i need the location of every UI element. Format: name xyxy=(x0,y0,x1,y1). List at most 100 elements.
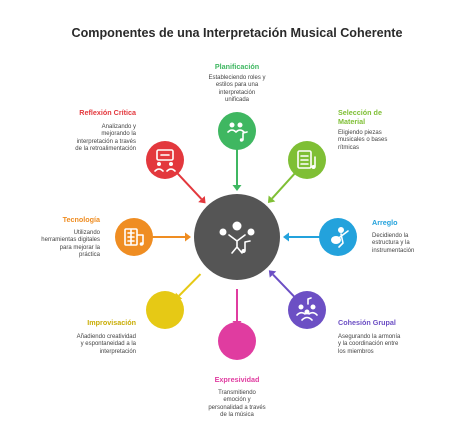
desc-expresividad-line: emoción y xyxy=(223,397,251,404)
label-tecnologia: Tecnología xyxy=(62,215,100,224)
desc-reflexion-line: de la retroalimentación xyxy=(75,146,136,153)
arrowhead-tecnologia xyxy=(185,232,191,242)
note-shape xyxy=(242,131,248,141)
body-shape xyxy=(296,311,318,321)
people-music-note-icon xyxy=(227,122,248,142)
desc-planificacion-line: interpretación xyxy=(218,89,256,96)
label-expresividad: Expresividad xyxy=(214,375,260,384)
note-head-shape xyxy=(139,242,144,246)
node-planificacion xyxy=(218,112,256,191)
label-seleccion-line: Material xyxy=(338,116,366,126)
desc-reflexion: Analizando y mejorando la interpretación… xyxy=(16,124,136,154)
note-shape xyxy=(244,240,251,252)
head-shape xyxy=(169,162,173,166)
label-seleccion: Selección de Material xyxy=(338,108,448,126)
head-shape xyxy=(338,227,344,233)
desc-tecnologia-line: Utilizando xyxy=(73,230,100,236)
label-planificacion: Planificación xyxy=(214,62,260,71)
desc-tecnologia-line: práctica xyxy=(78,252,100,259)
desc-seleccion: Eligiendo piezas musicales o bases rítmi… xyxy=(338,130,458,152)
desc-reflexion-line: Analizando y xyxy=(101,124,136,130)
node-arreglo xyxy=(283,218,357,256)
head-shape xyxy=(237,122,243,128)
head-shape xyxy=(310,304,316,310)
desc-improvisacion-line: Añadiendo creatividad xyxy=(76,334,136,340)
connector-cohesion xyxy=(272,273,296,299)
desc-planificacion-line: unificada xyxy=(224,97,250,104)
note-head-shape xyxy=(311,165,316,169)
grid-lines xyxy=(127,229,135,245)
desc-improvisacion-line: y espontaneidad a la xyxy=(80,341,136,348)
head-shape xyxy=(304,309,310,315)
node-circle-improvisacion xyxy=(146,291,184,329)
desc-reflexion-line: mejorando la xyxy=(101,131,136,138)
desc-tecnologia: Utilizando herramientas digitales para m… xyxy=(4,230,100,260)
desc-expresividad-line: Transmitiendo xyxy=(218,390,256,396)
arrowhead-seleccion xyxy=(267,195,276,203)
label-cohesion: Cohesión Grupal xyxy=(338,318,396,327)
note-head-shape xyxy=(239,138,244,142)
people-music-icon xyxy=(219,221,255,254)
desc-improvisacion: Añadiendo creatividad y espontaneidad a … xyxy=(16,334,136,356)
desc-expresividad: Transmitiendo emoción y personalidad a t… xyxy=(182,390,292,420)
desc-arreglo-line: estructura y la xyxy=(372,240,410,247)
node-circle-expresividad xyxy=(218,322,256,360)
desc-cohesion-line: y la coordinación entre xyxy=(338,341,399,348)
arrowhead-planificacion xyxy=(232,185,242,191)
feedback-review-icon xyxy=(154,149,176,172)
desc-reflexion-line: interpretación a través xyxy=(76,138,136,145)
desc-seleccion-line: rítmicas xyxy=(338,144,359,151)
head-shape xyxy=(247,228,255,236)
head-shape xyxy=(219,228,227,236)
node-expresividad xyxy=(218,289,256,360)
arrowhead-arreglo xyxy=(283,232,289,242)
desc-expresividad-line: de la música xyxy=(220,412,254,419)
device-shape xyxy=(124,228,138,246)
desc-planificacion: Estableciendo roles y estilos para una i… xyxy=(182,75,292,105)
label-arreglo: Arreglo xyxy=(372,218,398,227)
staff-lines xyxy=(300,155,309,165)
head-shape xyxy=(232,221,242,231)
desc-expresividad-line: personalidad a través xyxy=(208,404,266,411)
desc-arreglo-line: Decidiendo la xyxy=(372,233,409,239)
guitar-body xyxy=(331,236,341,244)
arrowhead-reflexion xyxy=(198,195,206,204)
body-shape xyxy=(154,168,176,172)
desc-seleccion-line: Eligiendo piezas xyxy=(338,130,382,136)
arrowhead-cohesion xyxy=(268,270,277,278)
sheet-shape xyxy=(297,150,312,169)
desc-tecnologia-line: herramientas digitales xyxy=(41,237,100,244)
body-shape xyxy=(228,234,246,254)
desc-arreglo: Decidiendo la estructura y la instrument… xyxy=(372,233,472,255)
center-circle xyxy=(194,194,280,280)
desc-cohesion-line: Asegurando la armonía xyxy=(338,334,401,340)
screen-shape xyxy=(156,149,174,161)
digital-tools-icon xyxy=(124,228,144,246)
desc-planificacion-line: Estableciendo roles y xyxy=(208,75,266,81)
node-seleccion xyxy=(267,141,326,203)
body-shape xyxy=(227,129,245,133)
connector-seleccion xyxy=(271,171,297,200)
desc-improvisacion-line: interpretación xyxy=(99,348,136,355)
desc-arreglo-line: instrumentación xyxy=(372,247,415,254)
connector-improvisacion xyxy=(178,273,202,297)
page-title: Componentes de una Interpretación Musica… xyxy=(71,26,403,40)
desc-cohesion: Asegurando la armonía y la coordinación … xyxy=(338,334,458,356)
guitar-player-icon xyxy=(331,227,349,248)
desc-cohesion-line: los miembros xyxy=(338,348,374,355)
desc-seleccion-line: musicales o bases xyxy=(338,137,388,144)
label-reflexion: Reflexión Crítica xyxy=(79,108,136,117)
note-shape xyxy=(137,234,144,245)
group-music-icon xyxy=(296,297,318,321)
label-seleccion-line: Selección de xyxy=(338,108,382,117)
guitar-neck xyxy=(338,230,349,248)
desc-planificacion-line: estilos para una xyxy=(215,82,259,89)
node-tecnologia xyxy=(115,218,191,256)
node-improvisacion xyxy=(146,273,202,329)
node-cohesion xyxy=(268,270,326,329)
head-shape xyxy=(229,122,235,128)
note-shape xyxy=(307,297,312,305)
node-reflexion xyxy=(146,141,206,204)
